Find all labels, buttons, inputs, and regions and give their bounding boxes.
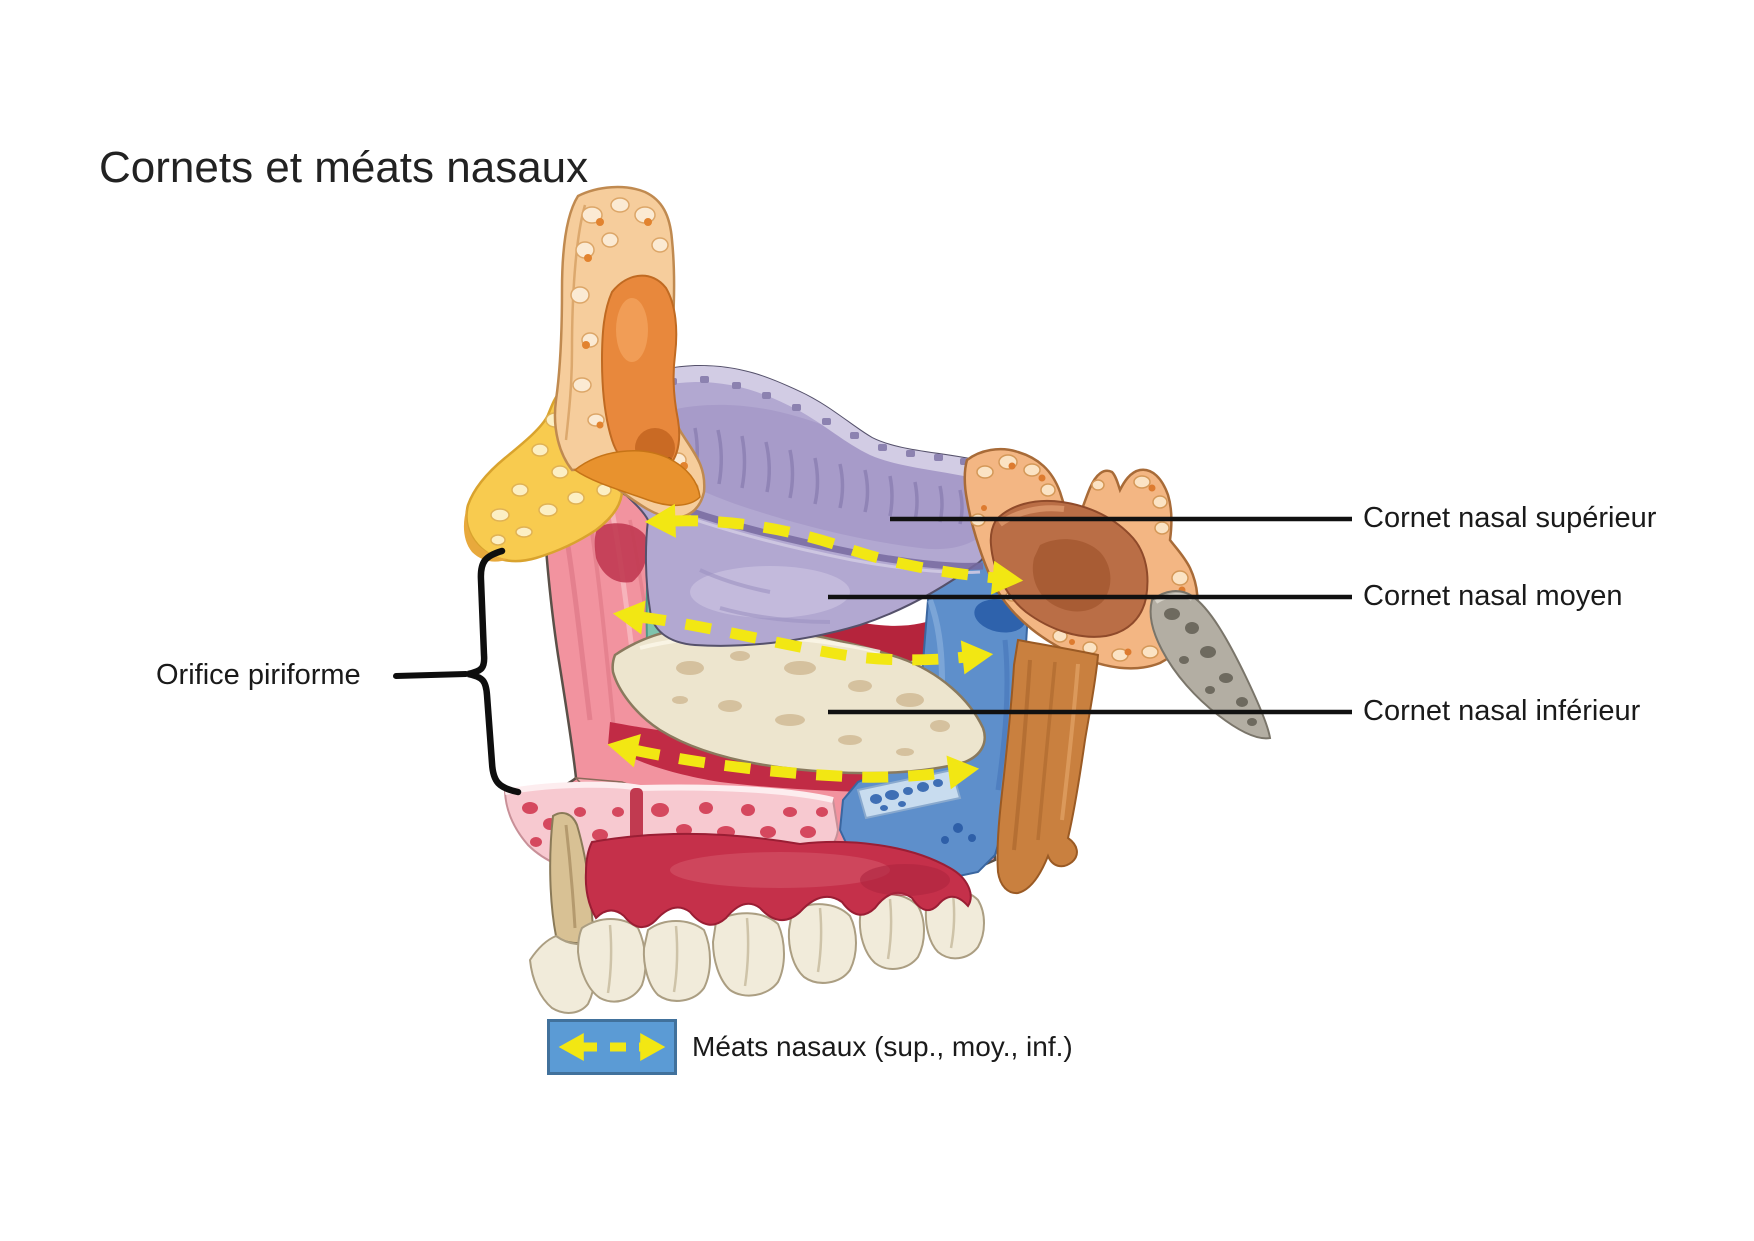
orifice-brace	[393, 547, 522, 796]
tooth-5	[787, 903, 857, 984]
alveolar-gum	[584, 832, 972, 928]
ethmoid-scallop-band	[604, 365, 985, 480]
figure-title: Cornets et méats nasaux	[99, 143, 589, 192]
label-cornet-inferieur: Cornet nasal inférieur	[1363, 695, 1641, 727]
meatus-arrows	[607, 503, 1024, 790]
legend-label: Méats nasaux (sup., moy., inf.)	[692, 1031, 1073, 1062]
pterygoid-process	[996, 638, 1100, 895]
label-cornet-moyen: Cornet nasal moyen	[1363, 580, 1623, 612]
frontal-marrow-dots	[582, 218, 688, 491]
legend-swatch	[547, 1019, 677, 1075]
label-cornet-superieur: Cornet nasal supérieur	[1363, 502, 1657, 534]
legend-arrow-graphic	[547, 1019, 677, 1075]
label-lines	[828, 516, 1352, 715]
middle-meatus-arrow	[612, 600, 994, 675]
superior-meatus-arrow	[644, 503, 1024, 595]
agger-orange-strip	[573, 450, 701, 506]
inferior-meatus-arrow	[607, 734, 980, 790]
label-orifice-piriforme: Orifice piriforme	[156, 659, 361, 691]
maxilla-crimson-fold	[594, 523, 647, 583]
frontal-bone	[553, 185, 706, 520]
teeth-row	[528, 888, 985, 1014]
basilar-gray-bone	[1149, 590, 1272, 740]
